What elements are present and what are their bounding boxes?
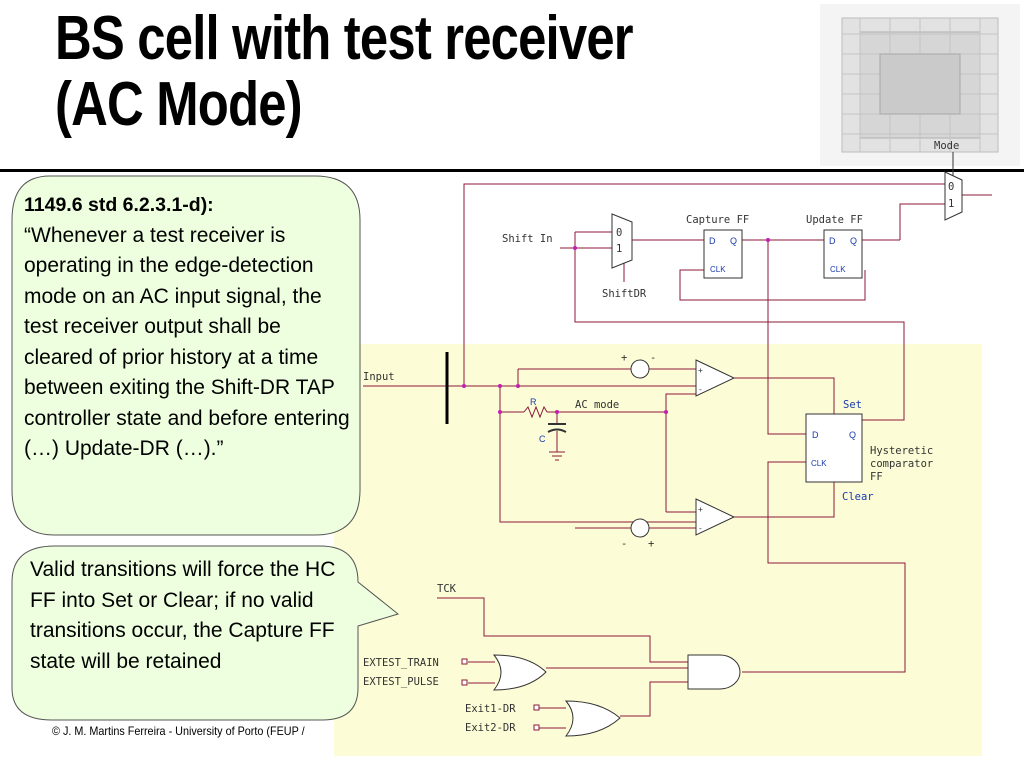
- title-divider: [0, 169, 1024, 172]
- receiver-panel-background: [334, 344, 982, 756]
- label-tck: TCK: [437, 583, 457, 595]
- comparator-lower: [695, 498, 736, 536]
- label-exit2-dr: Exit2-DR: [465, 722, 516, 734]
- circuit-label: 0: [616, 227, 622, 239]
- circuit-label: 0: [948, 181, 954, 193]
- comparator-upper: [695, 359, 736, 397]
- wire-comp-lower-out: [734, 482, 835, 518]
- circuit-label: D: [709, 236, 716, 246]
- resistor: [523, 405, 548, 419]
- callout-std-quote: 1149.6 std 6.2.3.1-d): “Whenever a test …: [24, 190, 354, 465]
- circuit-label: CLK: [811, 459, 827, 468]
- mode-mux: [944, 171, 963, 221]
- circuit-label: +: [648, 538, 654, 550]
- label-clear: Clear: [842, 491, 874, 503]
- wire-or2-in: [620, 681, 688, 717]
- wire-capture-clk: [679, 269, 866, 301]
- circuit-label: -: [650, 352, 656, 364]
- label-hysteretic-3: FF: [870, 471, 883, 483]
- chip-die-image: [820, 4, 1020, 166]
- circuit-label: Q: [850, 236, 857, 246]
- std-reference-heading: 1149.6 std 6.2.3.1-d):: [24, 194, 214, 216]
- wire-scan-mux0: [574, 232, 905, 421]
- voltage-source-upper: [630, 359, 650, 379]
- circuit-label: -: [698, 524, 703, 533]
- wire-acmode: [665, 393, 696, 412]
- or-gate-extest: [492, 654, 547, 691]
- title-line-1: BS cell with test receiver: [55, 4, 634, 73]
- circuit-label: CLK: [830, 265, 846, 274]
- wire-lower-feed: [499, 412, 696, 523]
- label-extest-train: EXTEST_TRAIN: [363, 657, 439, 669]
- circuit-label: C: [539, 434, 546, 444]
- circuit-label: +: [698, 366, 703, 375]
- copyright-footer: © J. M. Martins Ferreira - University of…: [52, 724, 306, 738]
- wire-comp-upper-out: [734, 377, 835, 414]
- callout-transitions: Valid transitions will force the HC FF i…: [30, 555, 360, 677]
- label-shift-in: Shift In: [502, 233, 553, 245]
- label-hysteretic-1: Hysteretic: [870, 445, 933, 457]
- slide-title: BS cell with test receiver (AC Mode): [55, 6, 678, 138]
- shiftdr-mux: [611, 213, 633, 269]
- label-ac-mode: AC mode: [575, 399, 619, 411]
- and-gate: [687, 654, 741, 690]
- circuit-label: D: [812, 430, 819, 440]
- wire-capture-q-down: [767, 240, 806, 435]
- label-mode: Mode: [934, 140, 959, 152]
- title-line-2: (AC Mode): [55, 70, 303, 139]
- label-extest-pulse: EXTEST_PULSE: [363, 676, 439, 688]
- circuit-label: CLK: [710, 265, 726, 274]
- circuit-label: +: [621, 352, 627, 364]
- voltage-source-lower: [630, 518, 650, 538]
- transitions-text: Valid transitions will force the HC FF i…: [30, 558, 336, 673]
- label-hysteretic-2: comparator: [870, 458, 933, 470]
- wire-tck: [437, 597, 688, 663]
- label-set: Set: [843, 399, 862, 411]
- wire-mode-top: [463, 183, 945, 386]
- label-exit1-dr: Exit1-DR: [465, 703, 516, 715]
- circuit-label: 1: [616, 243, 622, 255]
- circuit-label: Q: [849, 430, 856, 440]
- wire-hc-clk: [742, 461, 906, 673]
- circuit-label: Q: [730, 236, 737, 246]
- circuit-label: 1: [948, 198, 954, 210]
- hysteretic-comparator-ff: [805, 413, 863, 483]
- label-shiftdr: ShiftDR: [602, 288, 647, 300]
- callout-transitions-shape: [11, 545, 400, 721]
- label-input: Input: [363, 371, 395, 383]
- circuit-label: -: [698, 385, 703, 394]
- label-capture-ff: Capture FF: [686, 214, 749, 226]
- ground-symbol: [549, 451, 565, 461]
- circuit-label: R: [530, 397, 537, 407]
- label-update-ff: Update FF: [806, 214, 863, 226]
- capture-ff: [703, 229, 743, 279]
- wire-mode-in1: [899, 203, 945, 240]
- update-ff: [823, 229, 863, 279]
- circuit-label: -: [621, 538, 627, 550]
- callout-std-quote-shape: [11, 175, 361, 536]
- circuit-label: +: [698, 505, 703, 514]
- circuit-label: D: [829, 236, 836, 246]
- or-gate-exit: [564, 700, 621, 737]
- std-quote-text: “Whenever a test receiver is operating i…: [24, 223, 350, 461]
